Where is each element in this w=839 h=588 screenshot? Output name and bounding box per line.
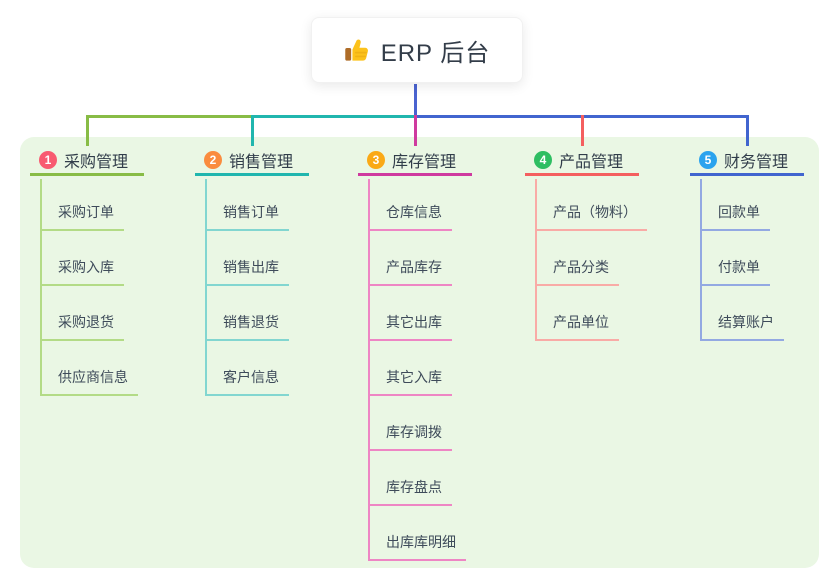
- branch-title-3[interactable]: 3 库存管理: [358, 146, 472, 176]
- mindmap-child-node[interactable]: 付款单: [700, 250, 770, 286]
- mindmap-child-node[interactable]: 产品（物料）: [535, 195, 647, 231]
- branch-spine-5: [700, 179, 702, 341]
- mindmap-child-node[interactable]: 库存调拨: [368, 415, 452, 451]
- branch-spine-1: [40, 179, 42, 396]
- mindmap-child-node[interactable]: 其它出库: [368, 305, 452, 341]
- root-stem-line: [413, 84, 417, 115]
- mindmap-child-node[interactable]: 结算账户: [700, 305, 784, 341]
- mindmap-child-node[interactable]: 采购订单: [40, 195, 124, 231]
- bus-segment-branch-1: [85, 115, 251, 118]
- branch-spine-2: [205, 179, 207, 396]
- branch-number-badge-3: 3: [367, 150, 385, 169]
- drop-line-branch-3: [413, 115, 417, 146]
- branch-spine-3: [368, 179, 370, 561]
- branch-number-badge-2: 2: [204, 150, 222, 169]
- mindmap-child-node[interactable]: 库存盘点: [368, 470, 452, 506]
- drop-line-branch-4: [580, 115, 584, 146]
- mindmap-child-node[interactable]: 采购退货: [40, 305, 124, 341]
- branch-title-2[interactable]: 2 销售管理: [195, 146, 309, 176]
- branch-spine-4: [535, 179, 537, 341]
- mindmap-child-node[interactable]: 产品库存: [368, 250, 452, 286]
- mindmap-child-node[interactable]: 其它入库: [368, 360, 452, 396]
- branch-title-1[interactable]: 1 采购管理: [30, 146, 144, 176]
- thumbs-up-icon: [344, 39, 368, 61]
- branch-label-2: 销售管理: [229, 153, 294, 171]
- bus-segment-branch-2: [250, 115, 414, 118]
- branch-label-5: 财务管理: [724, 153, 789, 171]
- mindmap-child-node[interactable]: 采购入库: [40, 250, 124, 286]
- mindmap-child-node[interactable]: 销售出库: [205, 250, 289, 286]
- branch-label-1: 采购管理: [64, 153, 129, 171]
- mindmap-child-node[interactable]: 回款单: [700, 195, 770, 231]
- mindmap-child-node[interactable]: 客户信息: [205, 360, 289, 396]
- root-node-label: ERP 后台: [380, 39, 491, 67]
- mindmap-child-node[interactable]: 销售订单: [205, 195, 289, 231]
- mindmap-child-node[interactable]: 仓库信息: [368, 195, 452, 231]
- drop-line-branch-2: [250, 115, 254, 146]
- mindmap-child-node[interactable]: 产品分类: [535, 250, 619, 286]
- branch-label-4: 产品管理: [559, 153, 624, 171]
- branches-background-panel: [20, 137, 819, 568]
- branch-number-badge-5: 5: [699, 150, 717, 169]
- branch-title-5[interactable]: 5 财务管理: [690, 146, 804, 176]
- mindmap-child-node[interactable]: 销售退货: [205, 305, 289, 341]
- mindmap-child-node[interactable]: 出库库明细: [368, 525, 466, 561]
- mindmap-child-node[interactable]: 产品单位: [535, 305, 619, 341]
- mindmap-child-node[interactable]: 供应商信息: [40, 360, 138, 396]
- root-node-erp[interactable]: ERP 后台: [311, 17, 523, 83]
- branch-number-badge-1: 1: [39, 150, 57, 169]
- drop-line-branch-5: [745, 115, 749, 146]
- drop-line-branch-1: [85, 115, 89, 146]
- branch-number-badge-4: 4: [534, 150, 552, 169]
- branch-label-3: 库存管理: [392, 153, 457, 171]
- branch-title-4[interactable]: 4 产品管理: [525, 146, 639, 176]
